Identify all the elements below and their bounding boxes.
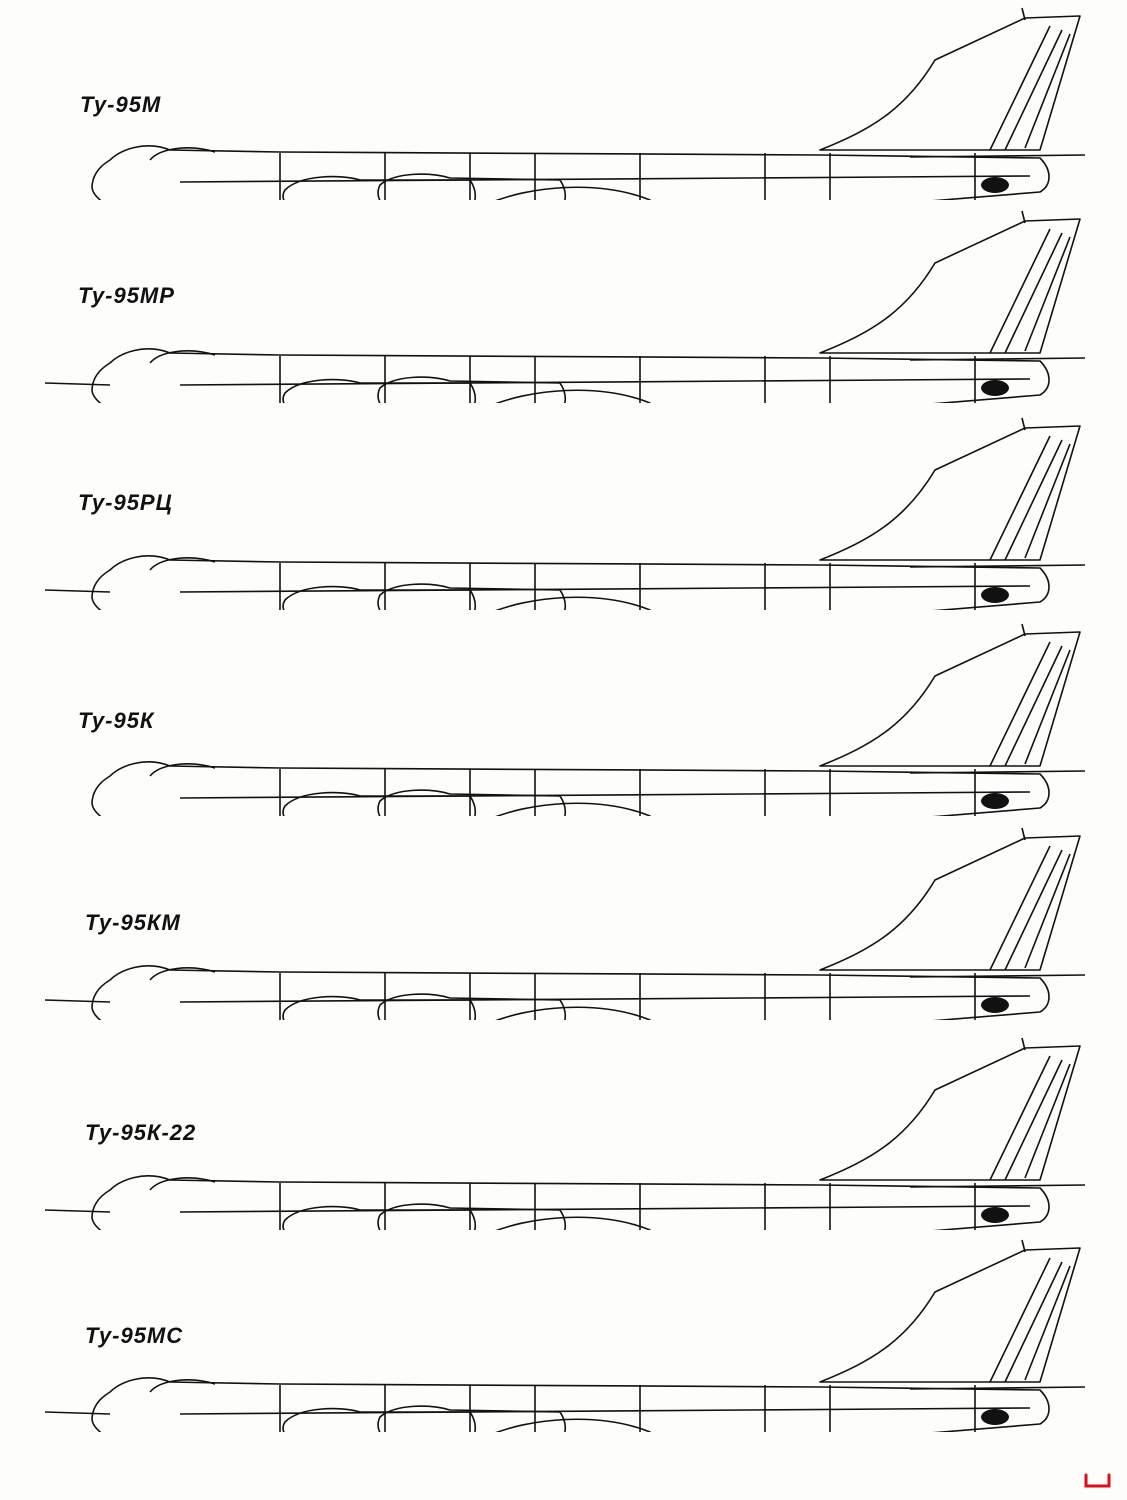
tail-fin [819,835,1081,971]
antenna-mast [1021,7,1026,21]
fuselage-stripe [179,175,1031,183]
inner-nacelle [282,378,476,403]
fuselage-stripe [179,995,1031,1003]
fuselage-stripe [179,791,1031,799]
inner-nacelle [282,1205,476,1230]
tail-turret-icon [981,1207,1009,1223]
inner-nacelle [282,995,476,1020]
tail-turret-icon [981,793,1009,809]
fuselage-stripe [179,1205,1031,1213]
tailplane [909,154,1086,158]
cockpit-canopy [149,967,216,981]
antenna-mast [1021,623,1026,637]
cockpit-canopy [149,147,216,161]
refuel-probe [44,1209,111,1213]
aircraft-profile-tu95rc [44,417,1086,610]
wing-fairing [495,596,651,610]
fuselage [91,1377,1050,1432]
fuselage [91,965,1050,1020]
outer-nacelle [377,1405,566,1432]
antenna-mast [1021,1037,1026,1051]
rudder-lines [989,845,1071,971]
inner-nacelle [282,585,476,610]
outer-nacelle [377,993,566,1020]
inner-nacelle [282,1407,476,1432]
label-tu95rc: Ту-95РЦ [78,490,173,515]
rudder-lines [989,25,1071,151]
label-tu95mr: Ту-95МР [78,283,175,308]
tailplane [909,1184,1086,1188]
tail-fin [819,15,1081,151]
wing-fairing [495,1418,651,1432]
fuselage [91,761,1050,816]
refuel-probe [44,382,111,386]
wing-fairing [495,802,651,816]
inner-nacelle [282,175,476,200]
aircraft-profile-tu95ms [44,1239,1086,1432]
refuel-probe [44,589,111,593]
aircraft-profile-tu95m [91,7,1086,200]
antenna-mast [1021,417,1026,431]
wing-fairing [495,186,651,200]
label-tu95k: Ту-95К [78,708,155,733]
fuselage [91,145,1050,200]
label-tu95m: Ту-95М [80,92,162,117]
cockpit-canopy [149,763,216,777]
refuel-probe [44,1411,111,1415]
cockpit-canopy [149,557,216,571]
rudder-lines [989,1055,1071,1181]
fuselage [91,348,1050,403]
aircraft-profile-tu95km [44,827,1086,1020]
tail-fin [819,425,1081,561]
cockpit-canopy [149,1177,216,1191]
tail-turret-icon [981,1409,1009,1425]
tailplane [909,974,1086,978]
aircraft-profile-tu95k [91,623,1086,816]
tail-turret-icon [981,997,1009,1013]
outer-nacelle [377,376,566,403]
tail-fin [819,1045,1081,1181]
rudder-lines [989,228,1071,354]
antenna-mast [1021,210,1026,224]
cockpit-canopy [149,350,216,364]
fuselage [91,1175,1050,1230]
outer-nacelle [377,789,566,816]
aircraft-profile-tu95mr [44,210,1086,403]
rudder-lines [989,1257,1071,1383]
fuselage-stripe [179,1407,1031,1415]
refuel-probe [44,999,111,1003]
tail-turret-icon [981,587,1009,603]
tail-turret-icon [981,177,1009,193]
tailplane [909,564,1086,568]
fuselage-stripe [179,378,1031,386]
label-tu95ms: Ту-95МС [85,1323,184,1348]
tail-fin [819,1247,1081,1383]
wing-fairing [495,389,651,403]
outer-nacelle [377,173,566,200]
antenna-mast [1021,827,1026,841]
cockpit-canopy [149,1379,216,1393]
tailplane [909,770,1086,774]
outer-nacelle [377,583,566,610]
tail-fin [819,631,1081,767]
label-tu95k22: Ту-95К-22 [85,1120,197,1145]
tailplane [909,357,1086,361]
outer-nacelle [377,1203,566,1230]
rudder-lines [989,435,1071,561]
corner-mark-icon [1084,1473,1111,1488]
tail-fin [819,218,1081,354]
fuselage-stripe [179,585,1031,593]
label-tu95km: Ту-95КМ [85,910,181,935]
tail-turret-icon [981,380,1009,396]
wing-fairing [495,1216,651,1230]
tailplane [909,1386,1086,1390]
rudder-lines [989,641,1071,767]
antenna-mast [1021,1239,1026,1253]
fuselage [91,555,1050,610]
wing-fairing [495,1006,651,1020]
inner-nacelle [282,791,476,816]
aircraft-profile-tu95k22 [44,1037,1086,1230]
